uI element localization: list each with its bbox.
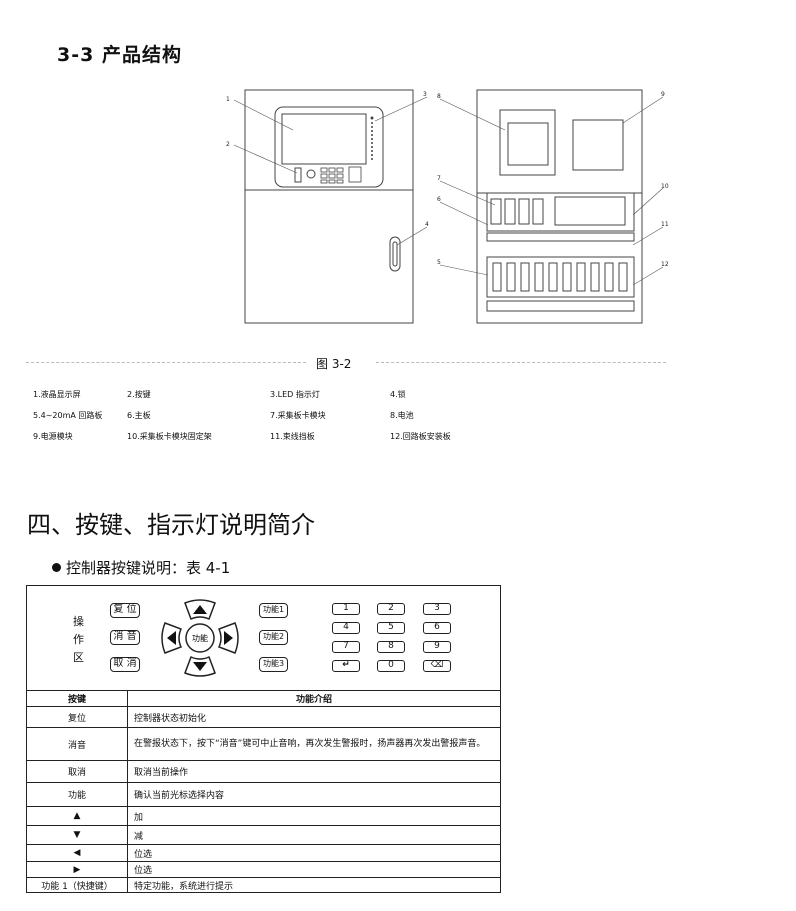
legend-item: 5.4~20mA 回路板 [33, 411, 103, 420]
desc-cell: 在警报状态下，按下“消音”键可中止音响，再次发生警报时，扬声器再次发出警报声音。 [127, 727, 501, 761]
table-header: 功能介绍 [127, 690, 501, 707]
zone-label-char: 作 [73, 633, 84, 646]
desc-cell: 加 [127, 806, 501, 826]
figure-caption: 图 3-2 [316, 357, 352, 371]
legend-item: 9.电源模块 [33, 432, 73, 441]
num-9-button[interactable]: 9 [423, 641, 451, 653]
up-key-frame [184, 599, 216, 621]
enter-button[interactable]: ↵ [332, 660, 360, 672]
num-4-button[interactable]: 4 [332, 622, 360, 634]
arrow-up-icon[interactable] [193, 605, 207, 614]
cancel-button[interactable]: 取 消 [110, 657, 140, 672]
section-title: 3-3 产品结构 [57, 44, 182, 66]
cabinet-interior-view [476, 89, 643, 324]
table-header: 按键 [26, 690, 128, 707]
mute-button[interactable]: 消 音 [110, 630, 140, 645]
table-row: 取消 取消当前操作 [26, 760, 501, 783]
num-0-button[interactable]: 0 [377, 660, 405, 672]
key-cell: ▲ [26, 806, 128, 826]
desc-cell: 特定功能，系统进行提示 [127, 877, 501, 893]
key-panel: 操 作 区 复 位 消 音 取 消 功能 功能1 功能2 功能3 1 2 3 4… [26, 585, 501, 690]
desc-cell: 确认当前光标选择内容 [127, 782, 501, 807]
right-key-frame [217, 622, 239, 654]
key-cell: ▶ [26, 861, 128, 878]
bullet-dot-icon [52, 563, 61, 572]
table-row: ▼ 减 [26, 825, 501, 845]
num-7-button[interactable]: 7 [332, 641, 360, 653]
callout-10: 10 [661, 183, 669, 190]
chapter-title: 四、按键、指示灯说明简介 [27, 511, 315, 539]
callout-3: 3 [423, 91, 427, 98]
legend-item: 12.回路板安装板 [390, 432, 451, 441]
num-3-button[interactable]: 3 [423, 603, 451, 615]
callout-6: 6 [437, 196, 441, 203]
key-cell: 消音 [26, 727, 128, 761]
desc-cell: 控制器状态初始化 [127, 706, 501, 728]
table-row: 复位 控制器状态初始化 [26, 706, 501, 728]
key-function-table: 按键 功能介绍 复位 控制器状态初始化 消音 在警报状态下，按下“消音”键可中止… [26, 690, 501, 893]
table-row: ◀ 位选 [26, 844, 501, 862]
function1-button[interactable]: 功能1 [259, 603, 288, 618]
legend-item: 4.锁 [390, 390, 406, 399]
key-cell: 功能 1（快捷键） [26, 877, 128, 893]
arrow-down-icon[interactable] [193, 662, 207, 671]
key-cell: 复位 [26, 706, 128, 728]
reset-button[interactable]: 复 位 [110, 603, 140, 618]
desc-cell: 位选 [127, 861, 501, 878]
key-cell: 功能 [26, 782, 128, 807]
callout-5: 5 [437, 259, 441, 266]
table-row: 功能 1（快捷键） 特定功能，系统进行提示 [26, 877, 501, 893]
desc-cell: 取消当前操作 [127, 760, 501, 783]
bullet-text: 控制器按键说明：表 4-1 [66, 559, 231, 577]
backspace-button[interactable]: ⌫ [423, 660, 451, 672]
callout-11: 11 [661, 221, 669, 228]
zone-label-char: 区 [73, 651, 84, 664]
function2-button[interactable]: 功能2 [259, 630, 288, 645]
cabinet-front-view [244, 89, 414, 324]
callout-4: 4 [425, 221, 429, 228]
table-row: 功能 确认当前光标选择内容 [26, 782, 501, 807]
zone-label-char: 操 [73, 615, 84, 628]
callout-1: 1 [226, 96, 230, 103]
key-cell: 取消 [26, 760, 128, 783]
table-row: ▶ 位选 [26, 861, 501, 878]
callout-9: 9 [661, 91, 665, 98]
legend-item: 8.电池 [390, 411, 414, 420]
callout-12: 12 [661, 261, 669, 268]
callout-7: 7 [437, 175, 441, 182]
num-1-button[interactable]: 1 [332, 603, 360, 615]
table-header-row: 按键 功能介绍 [26, 690, 501, 707]
callout-2: 2 [226, 141, 230, 148]
key-cell: ◀ [26, 844, 128, 862]
callout-8: 8 [437, 93, 441, 100]
arrow-right-icon[interactable] [224, 631, 233, 645]
num-6-button[interactable]: 6 [423, 622, 451, 634]
legend-item: 3.LED 指示灯 [270, 390, 320, 399]
legend-item: 11.束线挡板 [270, 432, 315, 441]
legend-item: 1.液晶显示屏 [33, 390, 81, 399]
legend-item: 6.主板 [127, 411, 151, 420]
table-row: 消音 在警报状态下，按下“消音”键可中止音响，再次发生警报时，扬声器再次发出警报… [26, 727, 501, 761]
legend-item: 7.采集板卡模块 [270, 411, 326, 420]
legend-item: 10.采集板卡模块固定架 [127, 432, 212, 441]
desc-cell: 减 [127, 825, 501, 845]
legend-item: 2.按键 [127, 390, 151, 399]
down-key-frame [184, 655, 216, 677]
left-key-frame [161, 622, 183, 654]
function-center-button[interactable]: 功能 [192, 633, 208, 643]
desc-cell: 位选 [127, 844, 501, 862]
num-5-button[interactable]: 5 [377, 622, 405, 634]
table-row: ▲ 加 [26, 806, 501, 826]
caption-divider-left [26, 362, 306, 363]
caption-divider-right [376, 362, 666, 363]
direction-pad: 功能 [161, 599, 239, 677]
bullet-item: 控制器按键说明：表 4-1 [52, 557, 230, 578]
key-cell: ▼ [26, 825, 128, 845]
cabinet-structure-figure: 1 2 3 4 5 6 7 8 9 10 11 12 [226, 89, 669, 324]
arrow-left-icon[interactable] [167, 631, 176, 645]
num-8-button[interactable]: 8 [377, 641, 405, 653]
num-2-button[interactable]: 2 [377, 603, 405, 615]
function3-button[interactable]: 功能3 [259, 657, 288, 672]
